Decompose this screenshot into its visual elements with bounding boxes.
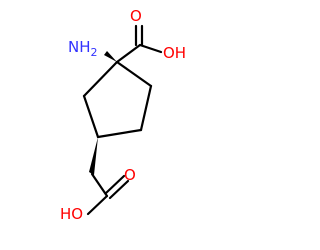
top-hydroxyl-label: OH bbox=[163, 44, 186, 62]
top-carboxyl-group bbox=[115, 24, 163, 64]
bottom-hydroxyl-label: HO bbox=[60, 205, 83, 223]
bond-ch2-carboxyl-carbon bbox=[90, 172, 109, 198]
top-carbonyl-oxygen-label: O bbox=[130, 7, 142, 25]
ring-bond-c5-c1 bbox=[82, 60, 119, 98]
bond-c1-carboxyl-carbon bbox=[115, 43, 142, 64]
bottom-carboxyl-group bbox=[86, 172, 130, 216]
ring-bond-c1-c2 bbox=[115, 60, 153, 88]
bond-carboxyl-hydroxyl-bottom bbox=[86, 194, 109, 216]
wedge-bond-ch2 bbox=[89, 137, 98, 175]
carboxyl-double-bond-a-bottom bbox=[104, 174, 126, 195]
carboxyl-double-bond-b-bottom bbox=[108, 179, 130, 200]
bond-carboxyl-hydroxyl bbox=[138, 43, 163, 54]
amine-label: NH2 bbox=[68, 38, 98, 59]
molecule-diagram: NH2 O OH O HO bbox=[60, 7, 186, 223]
ring-bond-c2-c3 bbox=[139, 84, 153, 132]
wedge-bond-amine bbox=[104, 51, 117, 62]
structure-canvas: NH2 O OH O HO bbox=[60, 7, 187, 223]
bottom-carbonyl-oxygen-label: O bbox=[124, 166, 136, 184]
ring-bond-c4-c5 bbox=[82, 94, 100, 139]
ring-bond-c3-c4 bbox=[96, 128, 143, 139]
cyclopentane-ring bbox=[82, 60, 153, 139]
